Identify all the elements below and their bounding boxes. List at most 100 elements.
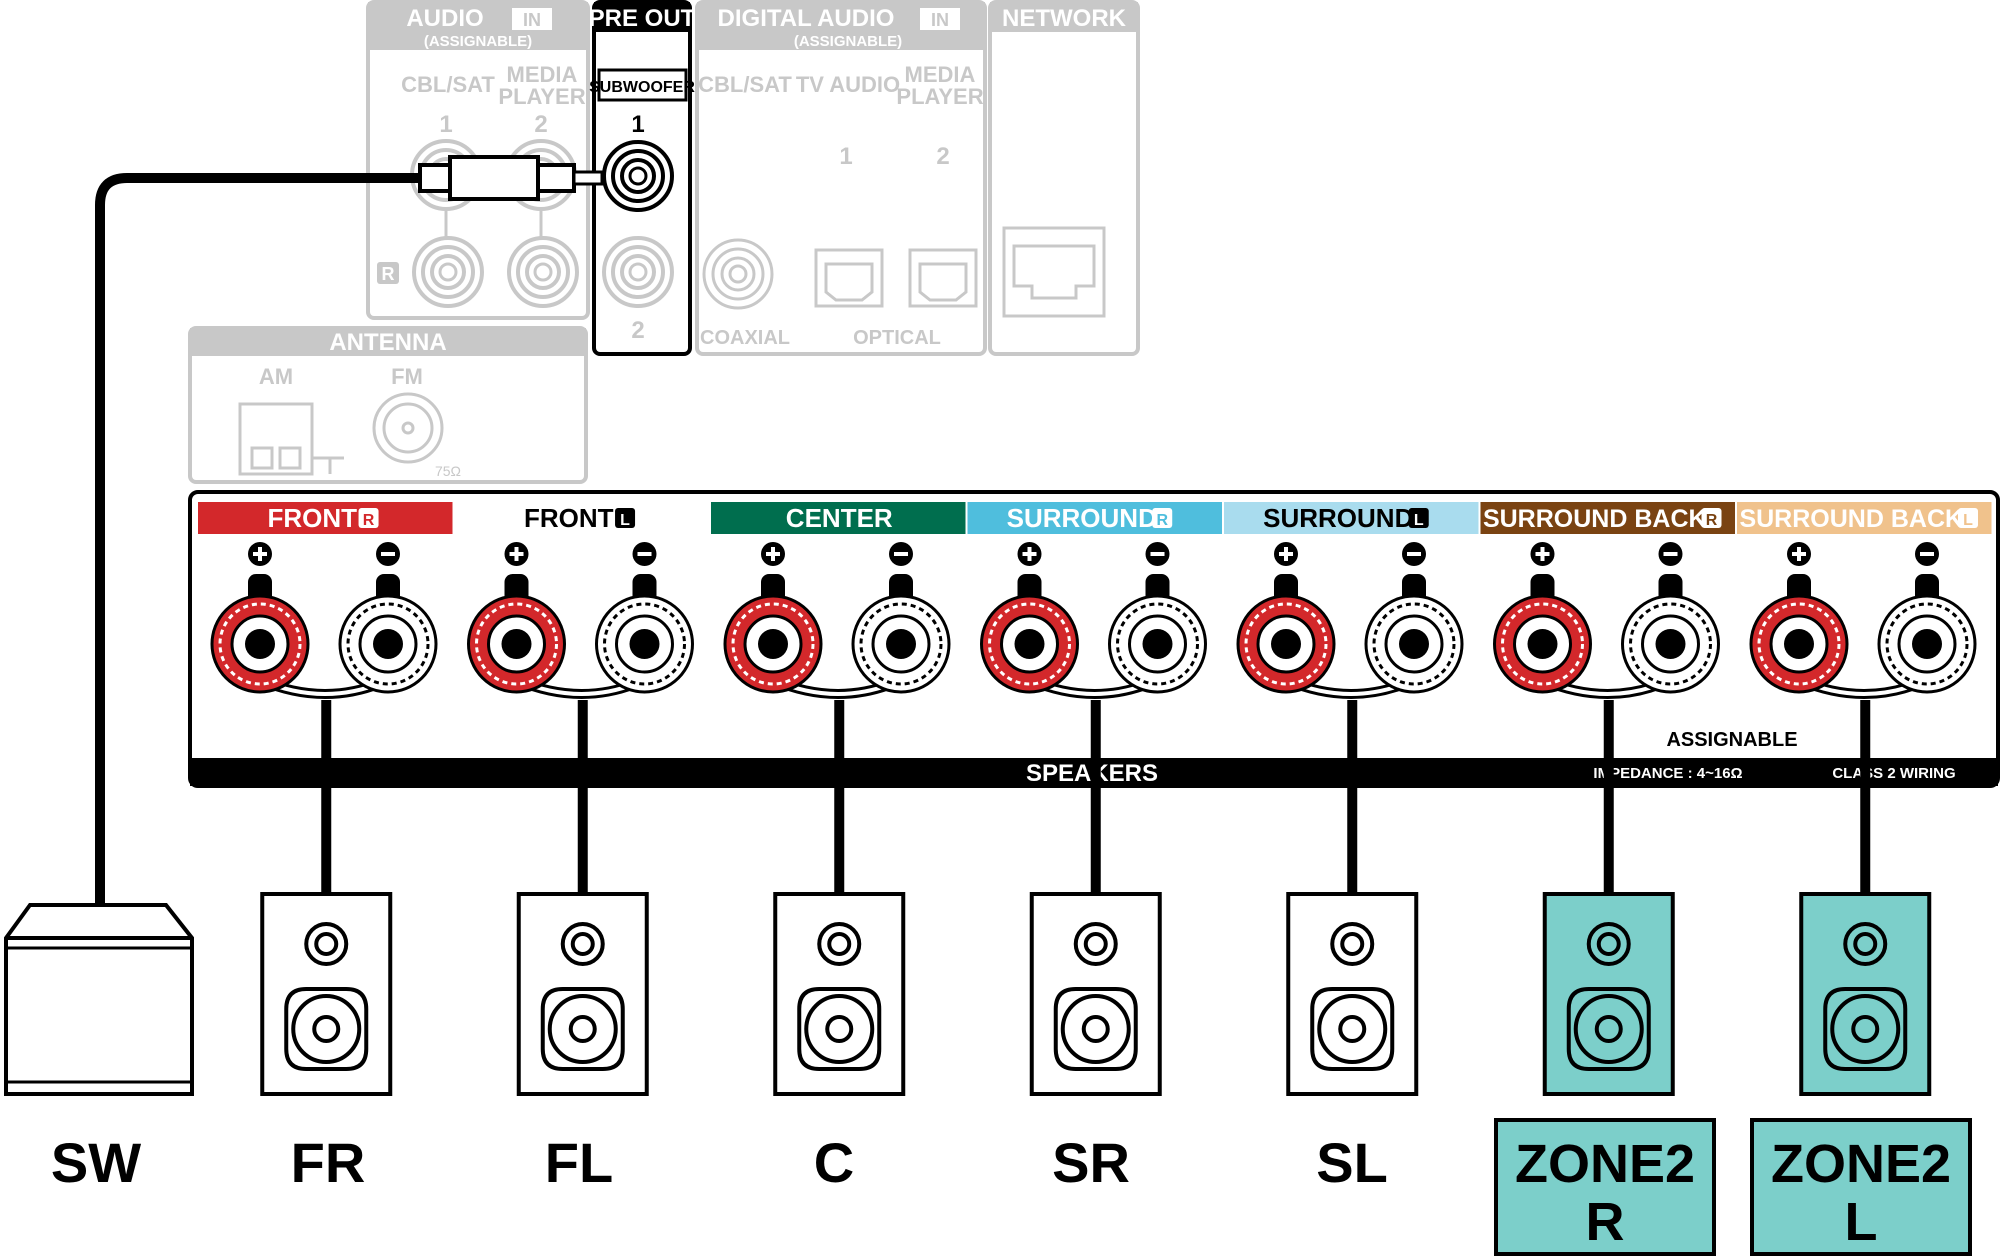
rca-media-player-r[interactable] (507, 236, 579, 308)
plus-icon (761, 542, 785, 566)
bottom-labels: SW FR FL C SR SL ZONE2 R ZONE2 L (51, 1118, 1972, 1256)
audio-in-num2: 2 (534, 111, 547, 138)
plus-icon (1274, 542, 1298, 566)
channel-label-sl: SURROUND (1263, 503, 1413, 533)
speaker-sl (1286, 892, 1419, 1096)
channel-tag-sl: L (1414, 512, 1424, 529)
channel-tag-zone2l: L (1963, 512, 1973, 529)
channel-tag-fl: L (620, 512, 630, 529)
rca-subwoofer-2[interactable] (602, 236, 674, 308)
digital-audio-col3b: PLAYER (896, 84, 983, 109)
speaker-zone2l (1799, 892, 1932, 1096)
zone2r-box (1494, 1118, 1716, 1256)
digital-audio-num2: 2 (936, 143, 949, 170)
speaker-fl (516, 892, 649, 1096)
pre-out-num1: 1 (631, 111, 644, 138)
am-label: AM (259, 364, 293, 389)
channel-label-fl: FRONT (524, 503, 614, 533)
minus-icon (1145, 542, 1170, 566)
digital-audio-panel: DIGITAL AUDIO IN (ASSIGNABLE) CBL/SAT TV… (695, 0, 987, 356)
channel-header-fl: FRONT L (454, 502, 709, 534)
pre-out-sub: SUBWOOFER (589, 79, 695, 96)
fm-ohm: 75Ω (435, 463, 461, 479)
label-sw: SW (51, 1131, 141, 1194)
minus-icon (1915, 542, 1939, 566)
digital-audio-num1: 1 (839, 143, 852, 170)
optical-port-2[interactable] (908, 248, 978, 308)
rca-cbl-sat-r[interactable] (412, 236, 484, 308)
pre-out-panel: PRE OUT SUBWOOFER 1 2 (589, 0, 696, 356)
audio-in-title: AUDIO (406, 5, 483, 32)
channel-label-fr: FRONT (267, 503, 357, 533)
label-zone2l-line2: L (1845, 1192, 1878, 1252)
plus-icon (1017, 542, 1042, 566)
subwoofer (4, 903, 194, 1096)
audio-in-r-tag: R (382, 264, 395, 284)
assignable-label: ASSIGNABLE (1666, 729, 1797, 751)
digital-audio-sub: (ASSIGNABLE) (794, 33, 902, 50)
network-panel: NETWORK (988, 0, 1140, 356)
coaxial-jack[interactable] (702, 238, 774, 310)
audio-in-tag: IN (523, 10, 541, 30)
zone2l-box (1750, 1118, 1972, 1256)
plus-icon (1787, 542, 1811, 566)
coaxial-label: COAXIAL (700, 327, 790, 349)
channel-tag-zone2r: R (1706, 512, 1718, 529)
label-zone2r-line1: ZONE2 (1515, 1134, 1695, 1194)
label-fl: FL (545, 1131, 613, 1194)
audio-in-col1: CBL/SAT (401, 72, 495, 97)
minus-icon (889, 542, 913, 566)
label-zone2r-line2: R (1586, 1192, 1625, 1252)
antenna-panel: ANTENNA AM FM 75Ω (188, 326, 588, 484)
plus-icon (504, 542, 529, 566)
optical-port-1[interactable] (814, 248, 884, 308)
impedance-label: IMPEDANCE : 4~16Ω (1593, 765, 1742, 782)
channel-header-c: CENTER (711, 502, 966, 534)
channel-label-sr: SURROUND (1007, 503, 1157, 533)
speaker-zone2r (1542, 892, 1675, 1096)
optical-label: OPTICAL (853, 327, 941, 349)
channel-label-c: CENTER (786, 503, 893, 533)
fm-label: FM (391, 364, 423, 389)
speaker-c (773, 892, 906, 1096)
speaker-fr (260, 892, 393, 1096)
audio-in-col2a: MEDIA (507, 62, 578, 87)
digital-audio-col2: TV AUDIO (796, 72, 900, 97)
subwoofer-cable (95, 155, 604, 905)
digital-audio-col1: CBL/SAT (698, 72, 792, 97)
fm-jack[interactable] (372, 392, 444, 464)
plus-icon (248, 542, 272, 566)
channel-label-zone2l: SURROUND BACK (1739, 505, 1963, 533)
label-sr: SR (1052, 1131, 1130, 1194)
ethernet-port[interactable] (1002, 226, 1106, 318)
am-terminal[interactable] (238, 402, 344, 476)
rca-subwoofer-1[interactable] (602, 140, 674, 212)
minus-icon (376, 542, 400, 566)
audio-in-col2b: PLAYER (498, 84, 585, 109)
audio-in-sub: (ASSIGNABLE) (424, 33, 532, 50)
minus-icon (632, 542, 657, 566)
speaker-sr (1029, 892, 1162, 1096)
channel-tag-fr: R (363, 512, 375, 529)
pre-out-title: PRE OUT (589, 5, 696, 32)
antenna-title: ANTENNA (329, 329, 446, 356)
digital-audio-title: DIGITAL AUDIO (718, 5, 895, 32)
pre-out-num2: 2 (631, 317, 644, 344)
label-fr: FR (291, 1131, 366, 1194)
plus-icon (1530, 542, 1555, 566)
minus-icon (1402, 542, 1426, 566)
label-sl: SL (1316, 1131, 1388, 1194)
label-c: C (814, 1131, 854, 1194)
network-title: NETWORK (1002, 5, 1127, 32)
digital-audio-col3a: MEDIA (905, 62, 976, 87)
channel-header-fr: FRONT R (198, 502, 453, 534)
channel-tag-sr: R (1156, 512, 1168, 529)
minus-icon (1658, 542, 1683, 566)
audio-in-num1: 1 (439, 111, 452, 138)
